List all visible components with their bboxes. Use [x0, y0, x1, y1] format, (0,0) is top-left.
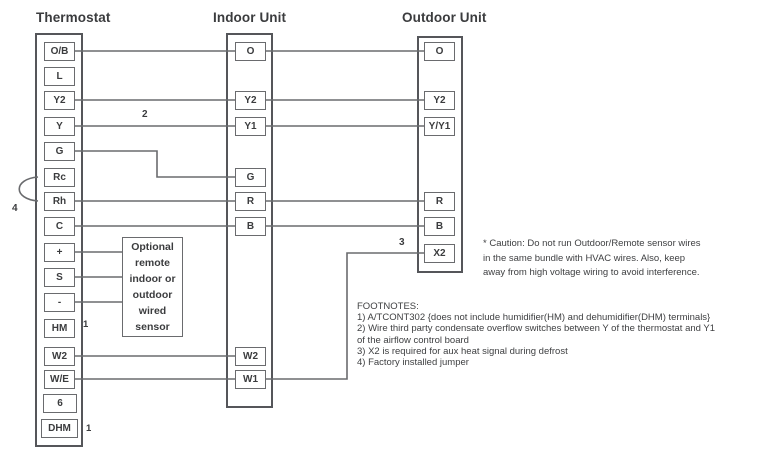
footnote-3: 3) X2 is required for aux heat signal du… — [357, 345, 568, 357]
footnote-4: 4) Factory installed jumper — [357, 357, 469, 369]
footnote-2: 2) Wire third party condensate overflow … — [357, 323, 716, 335]
caution-line-2: in the same bundle with HVAC wires. Also… — [483, 252, 686, 264]
thermostat-terminal-we: W/E — [44, 369, 75, 389]
indoor-terminal-b: B — [235, 216, 266, 236]
thermostat-terminal-minus: - — [44, 292, 75, 312]
caution-line-1: * Caution: Do not run Outdoor/Remote sen… — [483, 238, 701, 249]
indoor-terminal-y2: Y2 — [235, 90, 266, 110]
caution-note: * Caution: Do not run Outdoor/Remote sen… — [483, 237, 755, 281]
footnote-1: 1) A/TCONT302 {does not include humidifi… — [357, 312, 711, 324]
footnotes-title: FOOTNOTES: — [357, 301, 419, 312]
thermostat-terminal-l: L — [44, 66, 75, 86]
indoor-unit-title: Indoor Unit — [213, 10, 287, 25]
footnote-2-continued: of the airflow control board — [357, 334, 469, 346]
indoor-terminal-r: R — [235, 191, 266, 211]
indoor-terminal-w1: W1 — [235, 369, 266, 389]
jumper-rc-rh — [18, 176, 39, 202]
thermostat-terminal-s: S — [44, 267, 75, 287]
thermostat-title: Thermostat — [36, 10, 111, 25]
thermostat-terminal-rc: Rc — [44, 167, 75, 187]
wire-g-to-g — [75, 150, 236, 178]
thermostat-terminal-plus: + — [44, 242, 75, 262]
footnotes: FOOTNOTES: 1) A/TCONT302 {does not inclu… — [357, 301, 757, 368]
indoor-terminal-y1: Y1 — [235, 116, 266, 136]
annotation-1-dhm: 1 — [86, 423, 92, 434]
thermostat-terminal-y: Y — [44, 116, 75, 136]
outdoor-terminal-x2: X2 — [424, 243, 455, 263]
thermostat-terminal-dhm: DHM — [41, 418, 78, 438]
thermostat-terminal-6: 6 — [43, 393, 77, 413]
thermostat-terminal-rh: Rh — [44, 191, 75, 211]
thermostat-terminal-w2: W2 — [44, 346, 75, 366]
thermostat-terminal-y2: Y2 — [44, 90, 75, 110]
outdoor-terminal-y2: Y2 — [424, 90, 455, 110]
indoor-terminal-w2: W2 — [235, 346, 266, 366]
outdoor-unit-box — [417, 36, 463, 273]
outdoor-unit-title: Outdoor Unit — [402, 10, 487, 25]
indoor-terminal-o: O — [235, 41, 266, 61]
outdoor-terminal-b: B — [424, 216, 455, 236]
annotation-3: 3 — [399, 237, 405, 248]
optional-sensor-label: Optional remote indoor or outdoor wired … — [129, 240, 176, 334]
thermostat-terminal-hm: HM — [44, 318, 75, 338]
thermostat-terminal-ob: O/B — [44, 41, 75, 61]
annotation-4: 4 — [12, 203, 18, 214]
wire-w1-to-x2 — [265, 252, 424, 380]
thermostat-box — [35, 33, 83, 447]
caution-line-3: away from high voltage wiring to avoid i… — [483, 267, 700, 279]
thermostat-terminal-g: G — [44, 141, 75, 161]
annotation-1-hm: 1 — [83, 319, 89, 330]
indoor-unit-box — [226, 33, 273, 408]
annotation-2: 2 — [142, 109, 148, 120]
outdoor-terminal-r: R — [424, 191, 455, 211]
indoor-terminal-g: G — [235, 167, 266, 187]
optional-sensor-box: Optional remote indoor or outdoor wired … — [122, 237, 183, 337]
thermostat-terminal-c: C — [44, 216, 75, 236]
outdoor-terminal-yy1: Y/Y1 — [424, 116, 455, 136]
outdoor-terminal-o: O — [424, 41, 455, 61]
